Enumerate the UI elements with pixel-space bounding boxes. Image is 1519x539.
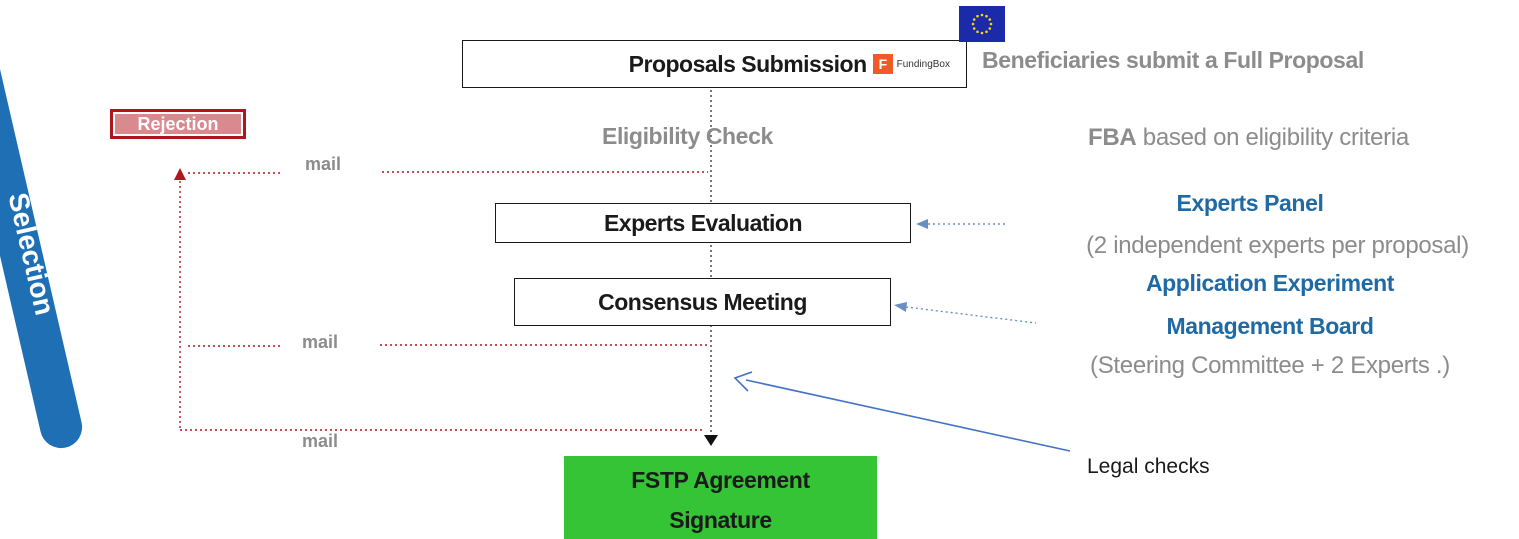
proposals-submission-box: Proposals Submission F FundingBox [462, 40, 967, 88]
mail-label-2: mail [302, 332, 339, 352]
consensus-meeting-box: Consensus Meeting [514, 278, 891, 326]
rejection-arrowhead [174, 168, 186, 180]
experts-panel-note: (2 independent experts per proposal) [1086, 232, 1469, 259]
rejection-label: Rejection [115, 114, 241, 134]
fba-rest: based on eligibility criteria [1136, 124, 1409, 151]
experts-panel-arrowhead [916, 219, 928, 229]
eu-flag-icon [959, 6, 1005, 42]
legal-checks-arrow-line [745, 379, 1071, 452]
consensus-meeting-label: Consensus Meeting [598, 288, 807, 315]
proposals-submission-label: Proposals Submission [628, 50, 867, 77]
experts-evaluation-box: Experts Evaluation [495, 203, 911, 243]
fundingbox-logo-mark: F [872, 54, 893, 74]
board-arrow-line [905, 306, 1037, 324]
mail-label-3: mail [302, 431, 339, 451]
board-title-line2: Management Board [1166, 313, 1374, 339]
board-note: (Steering Committee + 2 Experts .) [1090, 352, 1450, 379]
eligibility-check-label: Eligibility Check [602, 123, 773, 149]
fstp-agreement-box: FSTP Agreement Signature [564, 456, 877, 539]
fundingbox-logo: F FundingBox [872, 54, 950, 74]
legal-checks-arrowhead [733, 371, 753, 392]
fstp-agreement-line1: FSTP Agreement [631, 467, 810, 493]
selection-bar: Selection [0, 28, 87, 453]
board-title-line1: Application Experiment [1145, 270, 1395, 296]
fba-text: FBA based on eligibility criteria [1088, 124, 1409, 152]
experts-evaluation-label: Experts Evaluation [603, 209, 803, 236]
fba-bold: FBA [1088, 124, 1137, 151]
board-arrowhead [894, 302, 907, 312]
rejection-box: Rejection [110, 109, 246, 139]
beneficiaries-text: Beneficiaries submit a Full Proposal [982, 47, 1364, 73]
main-flow-arrowhead [704, 435, 718, 446]
fstp-agreement-line2: Signature [669, 507, 772, 533]
experts-panel-title: Experts Panel [1176, 190, 1324, 216]
mail-label-1: mail [305, 154, 342, 174]
legal-checks-label: Legal checks [1087, 455, 1210, 478]
fundingbox-logo-text: FundingBox [896, 58, 950, 70]
